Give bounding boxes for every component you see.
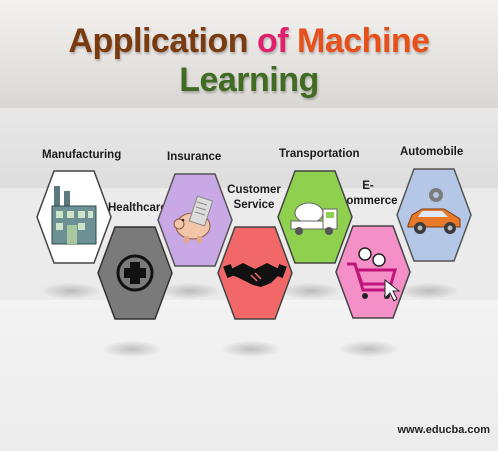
- hex-healthcare: [97, 225, 173, 321]
- label-automobile: Automobile: [400, 146, 464, 158]
- hex-customer-service: [217, 225, 293, 321]
- label-ecommerce-line: E- commerce: [340, 180, 398, 207]
- hex-transportation: [277, 169, 353, 265]
- background-floor: [0, 300, 498, 451]
- hex-insurance: [157, 172, 233, 268]
- hex-ecommerce: [335, 224, 411, 320]
- label-customer-service: Customer Service: [226, 183, 282, 213]
- hex-shadow: [400, 283, 458, 299]
- label-healthcare: Healthcare: [108, 202, 167, 214]
- title-part-machine: Machine: [297, 22, 430, 60]
- hex-shape: [157, 173, 233, 267]
- background-top: [0, 0, 498, 108]
- hex-shape: [36, 170, 112, 264]
- hex-shadow: [103, 341, 161, 357]
- hex-shadow: [42, 283, 100, 299]
- medical-cross-icon: [116, 254, 154, 292]
- handshake-icon: [223, 263, 287, 287]
- hex-shadow: [340, 341, 398, 357]
- title-part-application: Application: [68, 22, 257, 60]
- hex-manufacturing: [36, 169, 112, 265]
- title-part-learning: Learning: [179, 61, 319, 99]
- hex-shape: [97, 226, 173, 320]
- label-transportation: Transportation: [279, 148, 360, 160]
- hex-shadow: [282, 283, 340, 299]
- hex-shadow: [161, 283, 219, 299]
- hex-shape: [217, 226, 293, 320]
- label-manufacturing: Manufacturing: [42, 149, 122, 161]
- truck-icon: [290, 202, 338, 235]
- watermark: www.educba.com: [397, 424, 490, 436]
- hex-automobile: [396, 167, 472, 263]
- car-icon: [407, 188, 461, 234]
- label-ecommerce: E- commerce: [340, 179, 398, 209]
- hex-shape: [277, 170, 353, 264]
- label-customer-service-line: Customer Service: [227, 184, 281, 211]
- label-insurance: Insurance: [167, 151, 222, 163]
- hex-shape: [335, 225, 411, 319]
- shopping-cart-icon: [347, 247, 401, 302]
- hex-shadow: [222, 341, 280, 357]
- hex-shape: [396, 168, 472, 262]
- title-part-of: of: [256, 22, 298, 60]
- page-title: Application of Machine Learning: [0, 22, 498, 100]
- factory-icon: [51, 186, 97, 245]
- piggy-bank-icon: [173, 195, 214, 243]
